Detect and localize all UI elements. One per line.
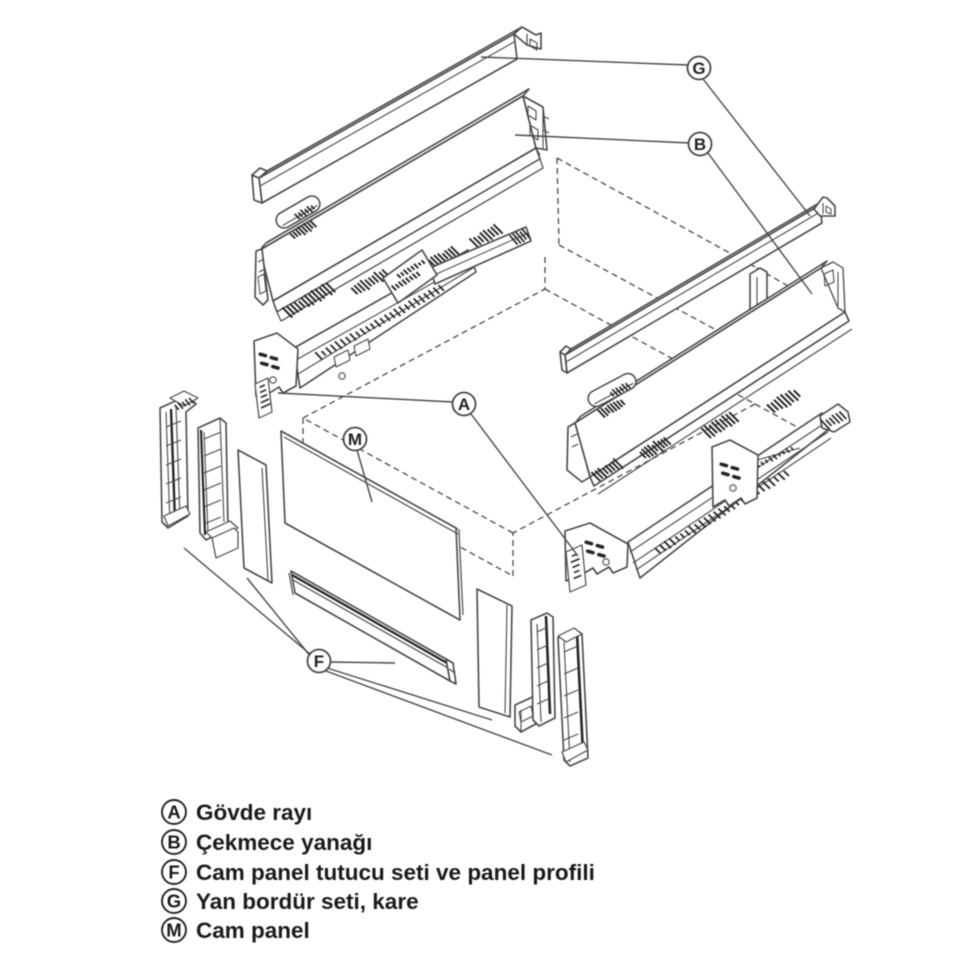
svg-text:M: M bbox=[348, 430, 362, 449]
svg-text:Cam panel tutucu seti ve panel: Cam panel tutucu seti ve panel profili bbox=[196, 860, 595, 885]
svg-text:Yan bordür seti, kare: Yan bordür seti, kare bbox=[196, 889, 419, 914]
svg-text:F: F bbox=[168, 862, 179, 883]
svg-text:M: M bbox=[166, 920, 181, 941]
svg-text:G: G bbox=[692, 59, 705, 78]
svg-text:Cam panel: Cam panel bbox=[196, 918, 310, 943]
svg-text:A: A bbox=[458, 395, 470, 414]
svg-text:A: A bbox=[167, 802, 180, 823]
svg-text:Gövde rayı: Gövde rayı bbox=[196, 800, 312, 825]
svg-text:B: B bbox=[167, 832, 180, 853]
svg-text:B: B bbox=[694, 135, 706, 154]
svg-text:F: F bbox=[314, 652, 324, 671]
svg-text:Çekmece yanağı: Çekmece yanağı bbox=[196, 830, 372, 855]
svg-text:G: G bbox=[167, 891, 181, 912]
